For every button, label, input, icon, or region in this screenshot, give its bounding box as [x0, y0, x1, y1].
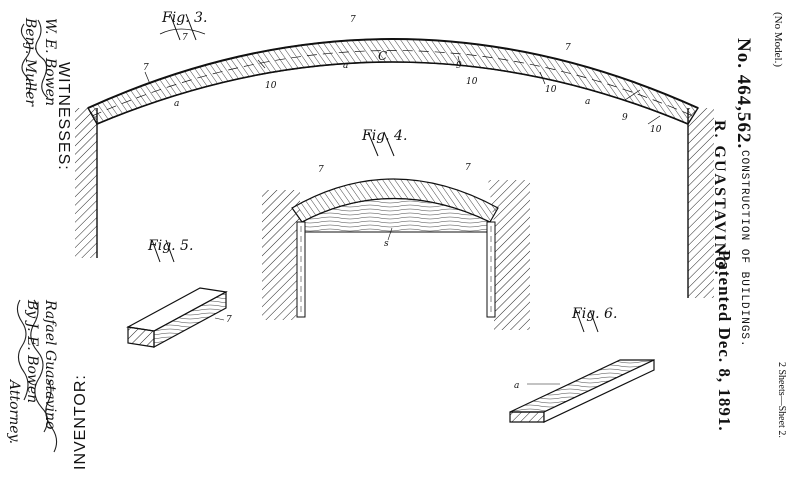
witness-signature-1: W. E. Bowen	[42, 18, 58, 106]
no-model-note: (No Model.)	[772, 12, 784, 67]
attorney-by: By J. E. Bowen	[24, 300, 40, 404]
fig3-arch	[87, 38, 699, 125]
fig3-ref-9a: 9	[456, 61, 462, 71]
handwritten-signatures	[16, 19, 58, 453]
fig3-ref-a3: a	[585, 97, 590, 107]
fig4-label: Fig. 4.	[362, 128, 408, 144]
fig3-ref-7c: 7	[565, 43, 571, 53]
fig4-ref-7a: 7	[318, 165, 324, 175]
fig3-ref-10b: 10	[466, 77, 478, 87]
fig4-ref-7b: 7	[465, 163, 471, 173]
patent-date: Patented Dec. 8, 1891.	[715, 250, 734, 432]
fig3-ref-10c: 10	[545, 85, 557, 95]
fig3-ref-10d: 10	[650, 125, 662, 135]
fig3-vault: 7 7 7 7 C a a a 9 9 10 10 10 10	[75, 15, 714, 298]
fig5-tile: 7	[126, 287, 232, 349]
fig5-label: Fig. 5.	[148, 238, 194, 254]
patent-number: No. 464,562.	[733, 38, 754, 150]
fig3-label: Fig. 3.	[162, 10, 208, 26]
fig4-vault: 7 7 s	[262, 163, 530, 330]
inventor-label: INVENTOR:	[72, 374, 89, 470]
fig3-ref-10a: 10	[265, 81, 277, 91]
fig5-ref-7: 7	[226, 315, 232, 325]
witness-signature-2: Benj. Muller	[22, 18, 38, 107]
attorney-label: Attorney.	[6, 380, 22, 445]
fig4-ref-s: s	[384, 239, 389, 249]
fig3-ref-a2: a	[343, 61, 348, 71]
fig3-ref-C: C	[378, 49, 387, 63]
inventor-signature: Rafael Guastavino	[42, 300, 58, 430]
fig3-ref-9b: 9	[622, 113, 628, 123]
fig6-label: Fig. 6.	[572, 306, 618, 322]
fig3-ref-a1: a	[174, 99, 179, 109]
fig3-ref-7b: 7	[350, 15, 356, 25]
patent-title: CONSTRUCTION OF BUILDINGS.	[738, 150, 750, 348]
fig3-ref-7a: 7	[143, 63, 149, 73]
fig6-ref-a: a	[514, 381, 519, 391]
fig3-right-wall	[688, 108, 714, 298]
fig3-left-wall	[75, 108, 97, 258]
fig6-tile: a	[509, 359, 655, 423]
fig3-ref-7d: 7	[182, 33, 188, 43]
sheet-count: 2 Sheets—Sheet 2.	[776, 362, 787, 438]
